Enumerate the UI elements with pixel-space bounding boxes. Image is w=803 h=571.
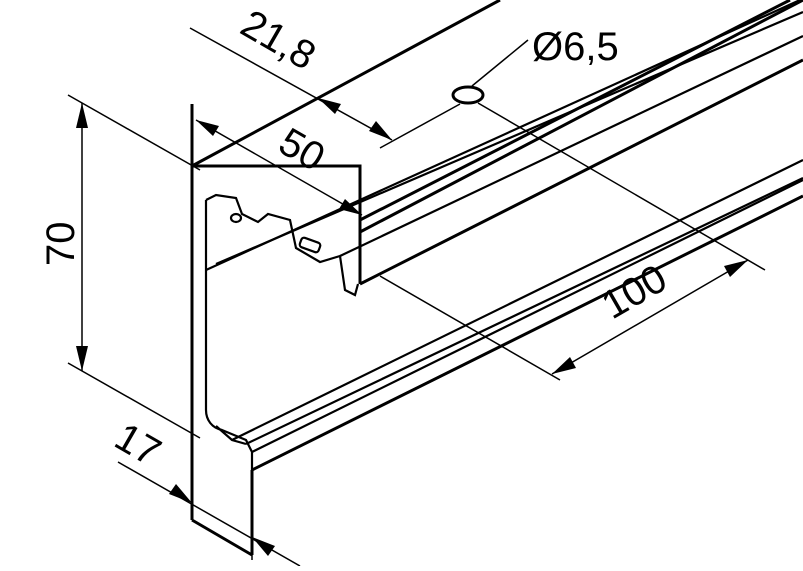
extrusion-lines [191,0,803,472]
dimension-height-label: 70 [39,222,83,267]
dimension-offset: 21,8 [189,2,461,149]
dimension-height: 70 [39,94,201,439]
dimension-hole-diameter: Ø6,5 [471,25,619,87]
dimension-width-label: 50 [272,120,333,180]
dimension-hole-diameter-label: Ø6,5 [532,25,619,69]
mounting-hole [451,85,485,105]
profile-outline [190,104,362,557]
dimension-base: 17 [108,415,301,567]
dimension-base-label: 17 [108,415,169,475]
dimension-offset-label: 21,8 [234,2,323,79]
